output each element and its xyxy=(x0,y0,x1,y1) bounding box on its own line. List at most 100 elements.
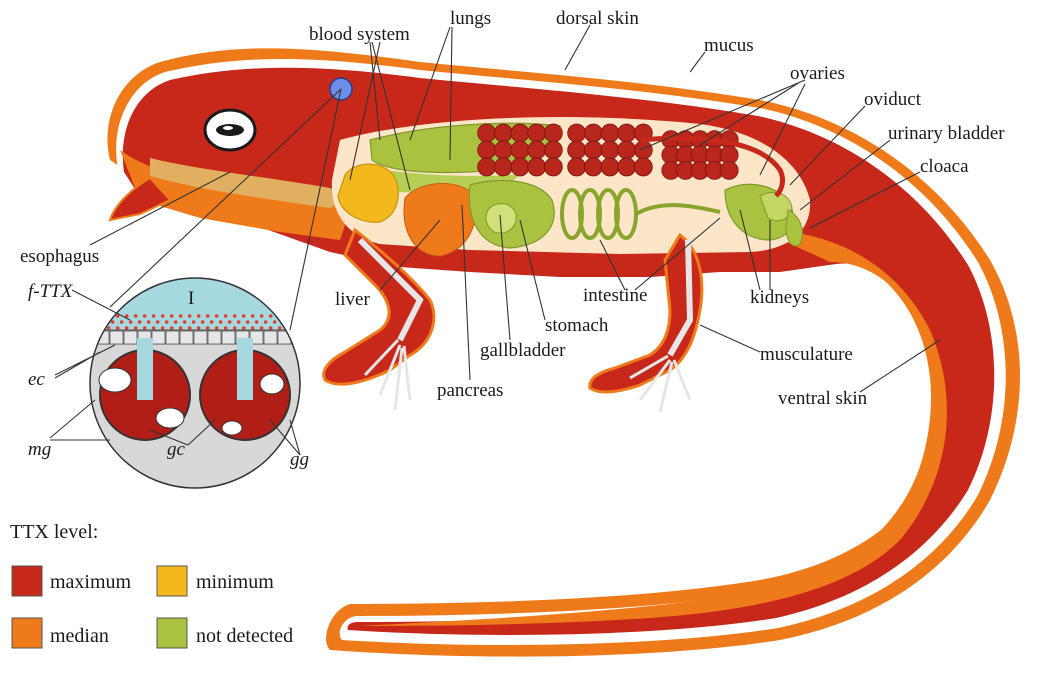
intestine-organ xyxy=(560,188,721,240)
legend: TTX level: maximum minimum median not de… xyxy=(10,521,293,649)
ttx-dot xyxy=(209,320,214,324)
ttx-dot xyxy=(305,326,309,330)
legend-swatch-median xyxy=(11,617,43,649)
ttx-dot xyxy=(309,320,313,324)
ttx-dot xyxy=(187,314,192,318)
ovary-egg xyxy=(543,123,563,143)
ttx-dot xyxy=(232,326,237,330)
ttx-dot xyxy=(227,320,232,324)
label-dorsal-skin: dorsal skin xyxy=(556,8,639,29)
head-underside xyxy=(120,150,350,240)
ttx-dot xyxy=(178,326,183,330)
ttx-dot xyxy=(110,320,115,324)
blood-system-organ xyxy=(337,163,399,223)
legend-swatch-minimum xyxy=(156,565,188,597)
ttx-dot xyxy=(115,314,120,318)
epithelial-cell xyxy=(291,330,300,345)
ovary-egg xyxy=(600,140,620,160)
ovary-egg xyxy=(510,123,530,143)
ttx-dot xyxy=(286,314,291,318)
head-forelimb-small xyxy=(108,176,172,222)
legend-label-median: median xyxy=(50,625,109,647)
ovary-egg xyxy=(477,123,497,143)
label-oviduct: oviduct xyxy=(864,89,922,110)
ttx-dot xyxy=(218,320,223,324)
label-mucus: mucus xyxy=(704,35,754,56)
ttx-dot xyxy=(169,314,174,318)
ttx-dot xyxy=(90,326,93,330)
ttx-dot xyxy=(187,326,192,330)
legend-label-minimum: minimum xyxy=(196,571,274,593)
ttx-dot xyxy=(169,326,174,330)
epithelial-cell xyxy=(193,330,208,345)
ttx-dot xyxy=(205,314,210,318)
ovary-egg xyxy=(493,123,513,143)
ttx-dot xyxy=(200,320,205,324)
ovary-egg xyxy=(567,140,587,160)
ovary-egg xyxy=(527,140,547,160)
ttx-dot xyxy=(281,320,286,324)
label-gc: gc xyxy=(167,439,186,460)
ovary-egg xyxy=(477,140,497,160)
label-kidneys: kidneys xyxy=(750,287,809,308)
ttx-dot xyxy=(305,314,309,318)
epithelial-cell xyxy=(151,330,166,345)
ttx-dot xyxy=(92,320,97,324)
ttx-dot xyxy=(196,326,201,330)
ttx-dot xyxy=(115,326,120,330)
legend-label-not-detected: not detected xyxy=(196,625,293,647)
ovary-egg xyxy=(600,123,620,143)
ovary-egg xyxy=(583,157,603,177)
ttx-dot xyxy=(124,326,129,330)
ttx-dot xyxy=(124,314,129,318)
ttx-dot xyxy=(173,320,178,324)
label-urinary-bladder: urinary bladder xyxy=(888,123,1005,144)
ttx-dot xyxy=(214,326,219,330)
oviduct-organ xyxy=(639,135,786,198)
inset-labels: f-TTX I ec mg gc gg xyxy=(28,281,309,470)
ttx-dot xyxy=(295,326,300,330)
legend-label-maximum: maximum xyxy=(50,571,132,593)
label-blood-system: blood system xyxy=(309,24,410,45)
epithelial-cell xyxy=(306,331,319,344)
front-leg xyxy=(322,227,436,411)
epithelial-cell xyxy=(249,330,264,345)
ovary-egg xyxy=(510,157,530,177)
ovary-egg xyxy=(633,157,653,177)
label-liver: liver xyxy=(335,289,370,310)
legend-swatch-not-detected xyxy=(156,617,188,649)
ttx-dot xyxy=(90,314,93,318)
rear-leg xyxy=(588,232,704,413)
ttx-dot xyxy=(160,326,165,330)
ttx-dot xyxy=(196,314,201,318)
ttx-dot xyxy=(119,320,124,324)
ttx-dot xyxy=(205,326,210,330)
ttx-dot xyxy=(106,314,111,318)
ovary-egg xyxy=(600,157,620,177)
urinary-bladder-organ xyxy=(759,192,793,222)
label-stomach: stomach xyxy=(545,315,609,336)
ttx-dot xyxy=(223,314,228,318)
ttx-dot xyxy=(223,326,228,330)
ttx-dot xyxy=(146,320,151,324)
ovary-egg xyxy=(567,123,587,143)
ttx-dot xyxy=(97,326,102,330)
ttx-dot xyxy=(272,320,277,324)
ttx-dot xyxy=(295,314,300,318)
epithelial-cell xyxy=(207,330,222,345)
ttx-dot xyxy=(133,314,138,318)
ttx-dot xyxy=(137,320,142,324)
ovary-egg xyxy=(633,140,653,160)
label-mg: mg xyxy=(28,439,51,460)
ovary-egg xyxy=(617,140,637,160)
ttx-dot xyxy=(164,320,169,324)
legend-title: TTX level: xyxy=(10,521,98,543)
ovary-egg xyxy=(527,123,547,143)
ttx-dot xyxy=(259,326,264,330)
epithelial-cell xyxy=(263,330,278,345)
label-gg: gg xyxy=(290,449,309,470)
ovary-egg xyxy=(583,140,603,160)
esophagus-organ xyxy=(150,158,345,208)
